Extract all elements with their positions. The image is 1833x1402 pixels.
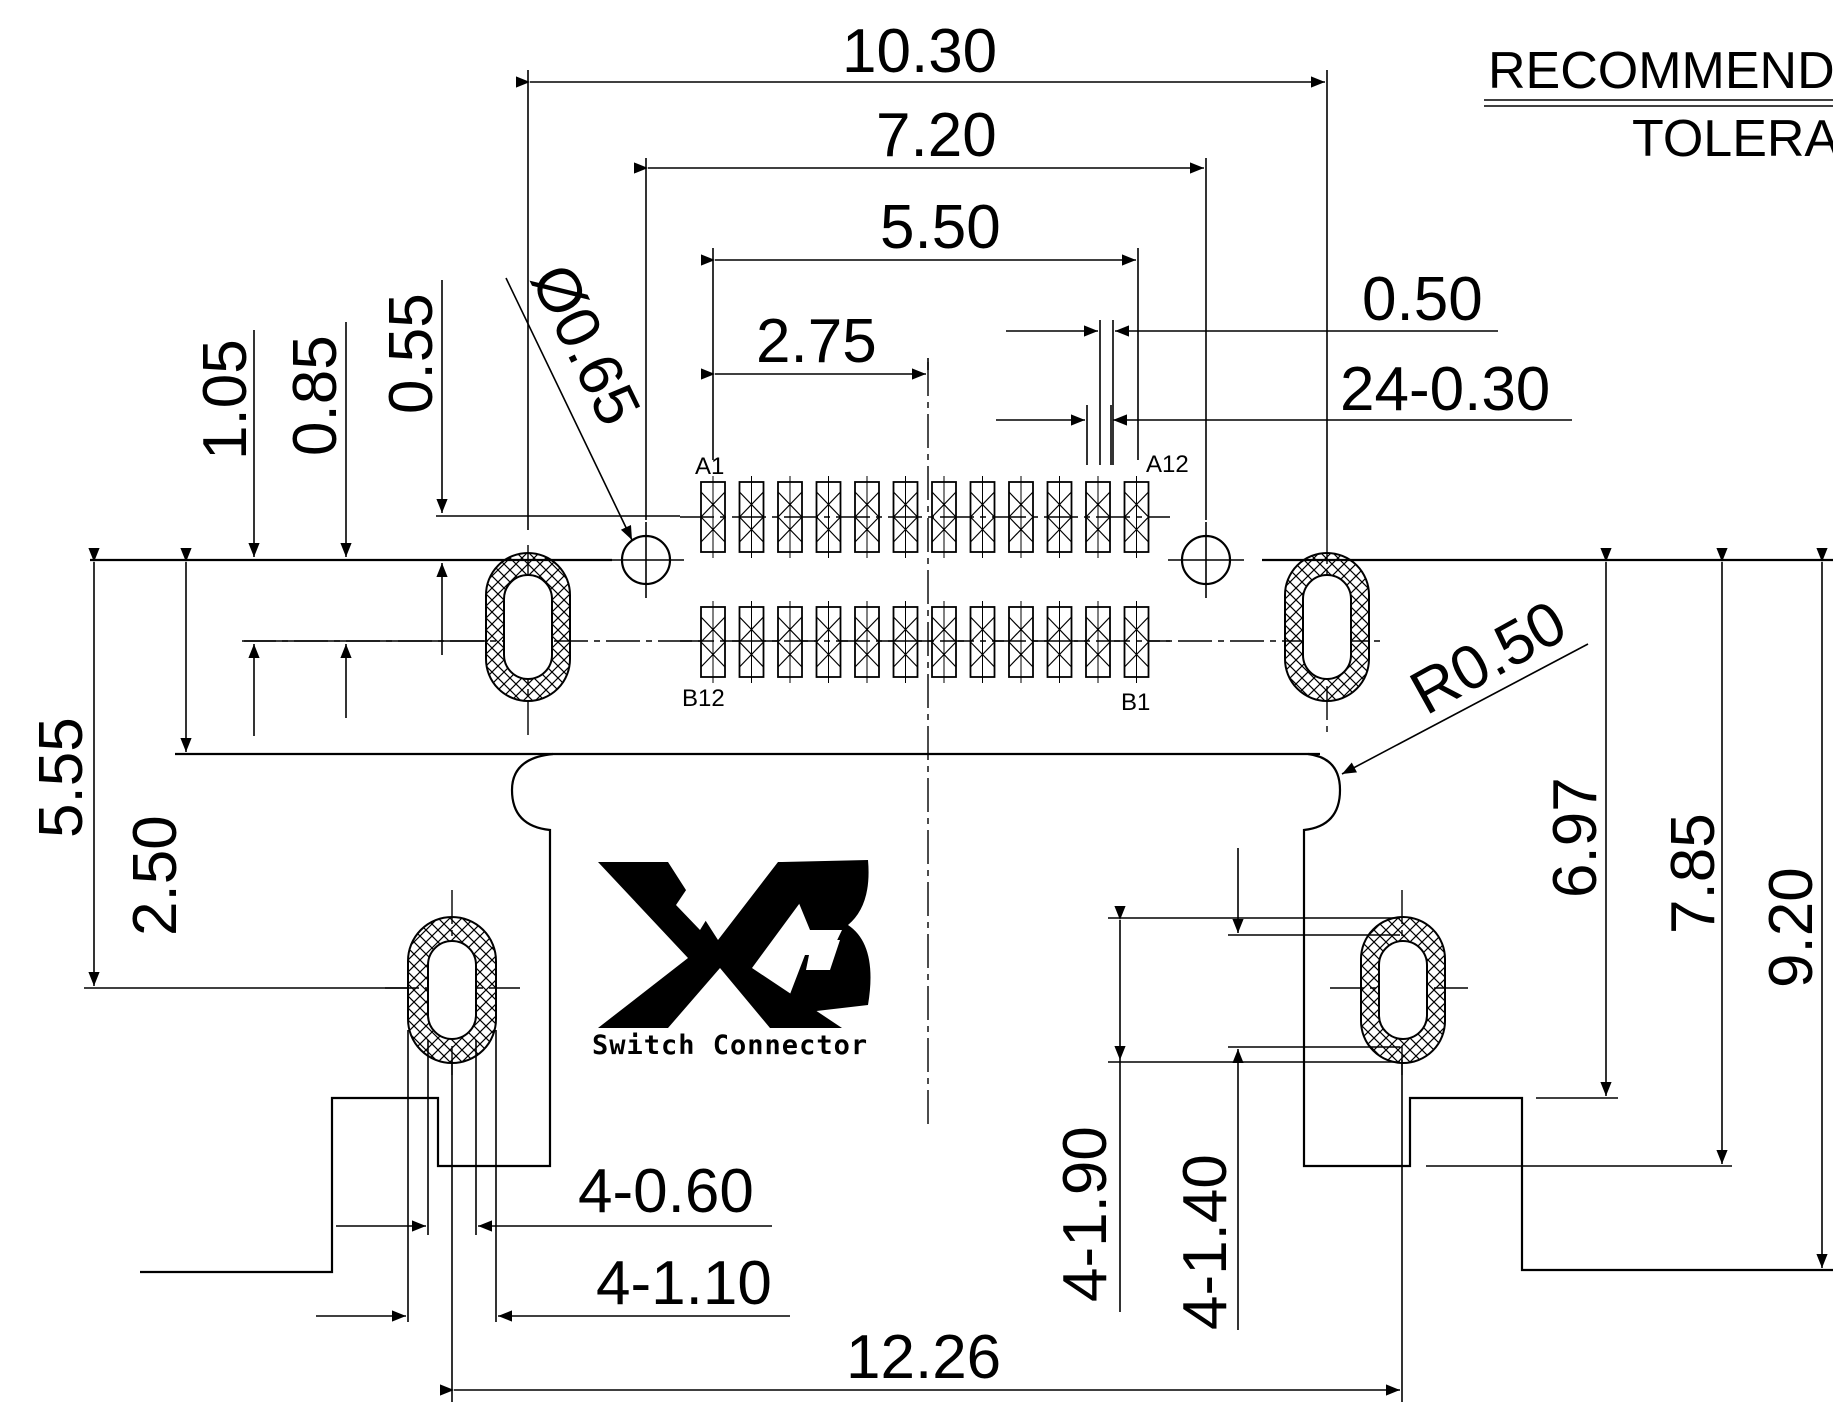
pin-pad-bottom-2 bbox=[738, 601, 765, 683]
board-outline bbox=[90, 558, 1833, 1274]
extension-lines bbox=[84, 70, 1833, 1402]
pin-pad-bottom-8 bbox=[969, 601, 996, 683]
locating-hole-right bbox=[1168, 522, 1244, 598]
note-line-2: TOLERA bbox=[1632, 110, 1833, 168]
dim-r0-50: R0.50 bbox=[1399, 588, 1577, 729]
dim-4-1-90: 4-1.90 bbox=[1051, 1126, 1120, 1302]
pin-pad-bottom-1 bbox=[700, 601, 726, 683]
dim-5-50: 5.50 bbox=[880, 193, 1001, 262]
dim-2-50: 2.50 bbox=[121, 815, 190, 936]
pin-pad-bottom-7 bbox=[931, 601, 957, 683]
dimension-lines bbox=[88, 76, 1828, 1396]
dim-12-26: 12.26 bbox=[846, 1323, 1001, 1392]
pin-pad-bottom-5 bbox=[854, 601, 880, 683]
logo-caption: Switch Connector bbox=[592, 1030, 868, 1061]
pin-label-a1: A1 bbox=[695, 453, 724, 480]
dim-24-0-30: 24-0.30 bbox=[1340, 355, 1550, 424]
dim-0-50: 0.50 bbox=[1362, 265, 1483, 334]
dim-1-05: 1.05 bbox=[191, 339, 260, 460]
dim-5-55: 5.55 bbox=[27, 717, 96, 838]
pin-label-b1: B1 bbox=[1121, 689, 1150, 716]
dim-6-97: 6.97 bbox=[1541, 777, 1610, 898]
title-note: RECOMMEND TOLERA bbox=[1484, 42, 1833, 168]
pin-pad-bottom-12 bbox=[1123, 601, 1150, 683]
locating-hole-left bbox=[608, 522, 684, 598]
dim-10-30: 10.30 bbox=[842, 17, 997, 86]
dim-2-75: 2.75 bbox=[756, 307, 877, 376]
xb-logo: Switch Connector bbox=[592, 860, 871, 1061]
note-line-1: RECOMMEND bbox=[1488, 42, 1833, 100]
pin-pad-bottom-9 bbox=[1008, 601, 1034, 683]
pin-pad-bottom-3 bbox=[777, 601, 803, 683]
pin-pad-bottom-11 bbox=[1085, 601, 1111, 683]
pin-pads bbox=[700, 476, 1150, 683]
dim-7-85: 7.85 bbox=[1659, 813, 1728, 934]
pin-label-a12: A12 bbox=[1146, 451, 1189, 478]
dim-4-1-10: 4-1.10 bbox=[596, 1249, 772, 1318]
dim-0-55: 0.55 bbox=[377, 293, 446, 414]
upper-right-slot bbox=[1284, 552, 1370, 702]
pin-label-b12: B12 bbox=[682, 685, 725, 712]
lower-left-slot bbox=[407, 916, 497, 1064]
upper-left-slot bbox=[485, 552, 571, 702]
pin-pad-bottom-4 bbox=[815, 601, 842, 683]
dim-4-1-40: 4-1.40 bbox=[1171, 1154, 1240, 1330]
pin-pad-bottom-10 bbox=[1046, 601, 1073, 683]
dim-4-0-60: 4-0.60 bbox=[578, 1157, 754, 1226]
dimension-labels: 10.30 7.20 5.50 2.75 0.50 24-0.30 Ø0.65 … bbox=[27, 17, 1826, 1392]
pin-pad-bottom-6 bbox=[892, 601, 919, 683]
lower-right-slot bbox=[1360, 916, 1446, 1064]
dim-0-85: 0.85 bbox=[281, 335, 350, 456]
dim-9-20: 9.20 bbox=[1757, 867, 1826, 988]
dim-7-20: 7.20 bbox=[876, 101, 997, 170]
